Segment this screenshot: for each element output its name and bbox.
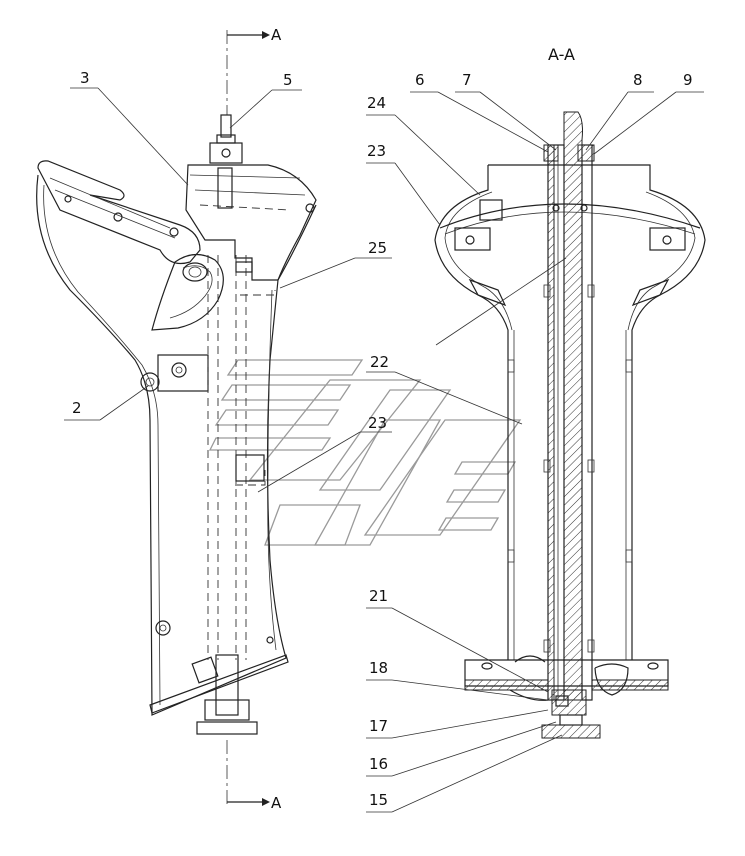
callout-label-14: 15: [369, 791, 388, 809]
outer-body: [36, 174, 317, 716]
watermark-logo: [208, 359, 522, 546]
callout-label-8: 8: [633, 71, 643, 89]
section-letter-bottom: A: [271, 794, 282, 812]
callout-label-9: 9: [683, 71, 693, 89]
callout-label-5: 5: [283, 71, 293, 89]
callout-label-3: 3: [80, 69, 90, 87]
central-shaft: [543, 111, 595, 701]
head-housing: [185, 164, 317, 281]
callout-9: 9: [593, 71, 704, 155]
callout-25: 24: [366, 94, 481, 196]
top-fitting: [209, 114, 243, 164]
callout-21: 23: [257, 414, 392, 493]
callout-8: 8: [585, 71, 654, 151]
callout-24: 23: [366, 142, 441, 226]
callout-label-25: 24: [367, 94, 386, 112]
callout-label-23: 25: [368, 239, 387, 257]
section-title: A-A: [548, 45, 575, 64]
callout-14: 15: [366, 734, 563, 813]
section-mark-bottom: A: [226, 740, 282, 812]
callout-label-2: 2: [72, 399, 82, 417]
callout-3: 3: [70, 69, 189, 186]
base-plate: [464, 655, 669, 739]
callout-label-16: 17: [369, 717, 388, 735]
side-knob: [140, 354, 209, 392]
callout-label-6: 6: [415, 71, 425, 89]
callout-5: 5: [229, 71, 302, 129]
callout-22: 22: [366, 257, 567, 425]
callout-23: 25: [279, 239, 392, 289]
callout-2: 2: [64, 385, 149, 421]
callout-label-17: 18: [369, 659, 388, 677]
callout-18: 21: [366, 587, 549, 693]
section-view: A-A: [366, 45, 706, 813]
callout-label-15: 16: [369, 755, 388, 773]
callout-label-22: 22: [370, 353, 389, 371]
callout-7: 7: [455, 71, 557, 151]
callout-label-24: 23: [367, 142, 386, 160]
inner-shaft-hidden: [196, 255, 276, 735]
callout-label-18: 21: [369, 587, 388, 605]
callout-16: 17: [366, 709, 549, 739]
handle-arm: [37, 160, 224, 331]
callout-17: 18: [366, 659, 549, 701]
section-mark-top: A: [226, 26, 282, 115]
front-view: A A: [36, 26, 392, 812]
callout-label-7: 7: [462, 71, 472, 89]
callout-label-21: 23: [368, 414, 387, 432]
section-letter-top: A: [271, 26, 282, 44]
callout-6: 6: [410, 71, 549, 153]
callout-15: 16: [366, 721, 557, 777]
